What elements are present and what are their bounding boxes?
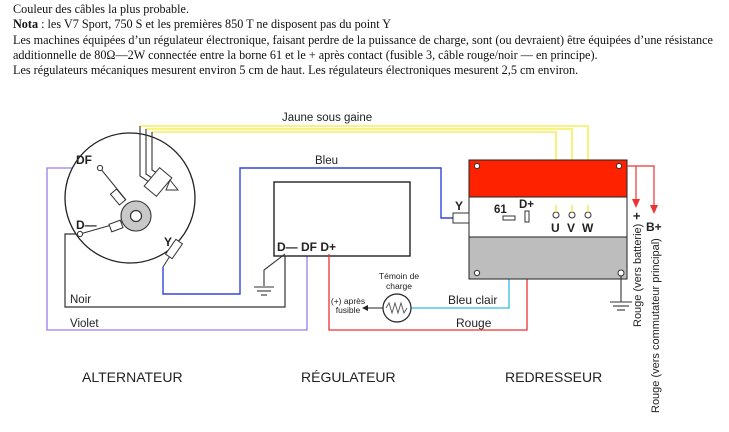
alternator-df-label: DF <box>76 153 92 167</box>
nota-label: Nota <box>13 17 39 32</box>
rectifier <box>452 159 628 280</box>
rectifier-61-label: 61 <box>494 204 507 216</box>
output-red-wires <box>627 165 655 206</box>
blue-wire-label: Bleu <box>315 155 338 167</box>
charge-lamp-icon <box>362 293 412 323</box>
regulator-label: RÉGULATEUR <box>301 369 396 385</box>
battery-arrow-icon <box>632 199 640 208</box>
document-text: Couleur des câbles la plus probable. Not… <box>13 2 723 78</box>
regulator-terminals-label: D— DF D+ <box>277 240 336 254</box>
size-paragraph: Les régulateurs mécaniques mesurent envi… <box>13 63 579 78</box>
rectifier-v-label: V <box>567 221 575 235</box>
light-blue-wire-label: Bleu clair <box>448 293 497 307</box>
charge-lamp-label-2: charge <box>386 281 412 291</box>
red-battery-wire-label: Rouge (vers batterie) <box>632 224 644 327</box>
regulator-paragraph: Les machines équipées d’un régulateur él… <box>13 32 713 62</box>
regulator-box <box>273 181 411 257</box>
intro-line: Couleur des câbles la plus probable. <box>13 2 189 16</box>
alternator-y-label: Y <box>164 235 172 249</box>
alternator-dminus-label: D— <box>76 218 97 232</box>
violet-wire <box>46 167 308 331</box>
battery-plus-label: + <box>629 212 644 220</box>
rectifier-w-label: W <box>582 221 594 235</box>
rectifier-dplus-label: D+ <box>519 199 534 211</box>
alternator-label: ALTERNATEUR <box>82 369 183 385</box>
nota-line: Nota : les V7 Sport, 750 S et les premiè… <box>13 17 723 32</box>
violet-wire-label: Violet <box>70 318 99 330</box>
regulator-ground-icon <box>254 253 286 296</box>
nota-text: : les V7 Sport, 750 S et les premières 8… <box>38 17 392 32</box>
rectifier-ground-icon <box>610 276 632 311</box>
rectifier-label: REDRESSEUR <box>505 369 602 385</box>
bplus-label: B+ <box>646 220 662 234</box>
black-wire-label: Noir <box>70 294 91 306</box>
main-switch-arrow-icon <box>650 205 658 214</box>
red-main-switch-wire-label: Rouge (vers commutateur principal) <box>650 238 662 413</box>
black-wire <box>64 233 286 308</box>
blue-wire <box>162 167 453 295</box>
rectifier-y-label: Y <box>455 199 463 213</box>
yellow-wire-label: Jaune sous gaine <box>282 112 372 124</box>
after-fuse-label-1: (+) après <box>331 296 365 306</box>
red-wire-label: Rouge <box>456 316 492 330</box>
rectifier-u-label: U <box>551 221 560 235</box>
alternator <box>64 126 196 268</box>
charge-lamp-label-1: Témoin de <box>379 271 419 281</box>
after-fuse-label-2: fusible <box>336 305 361 315</box>
